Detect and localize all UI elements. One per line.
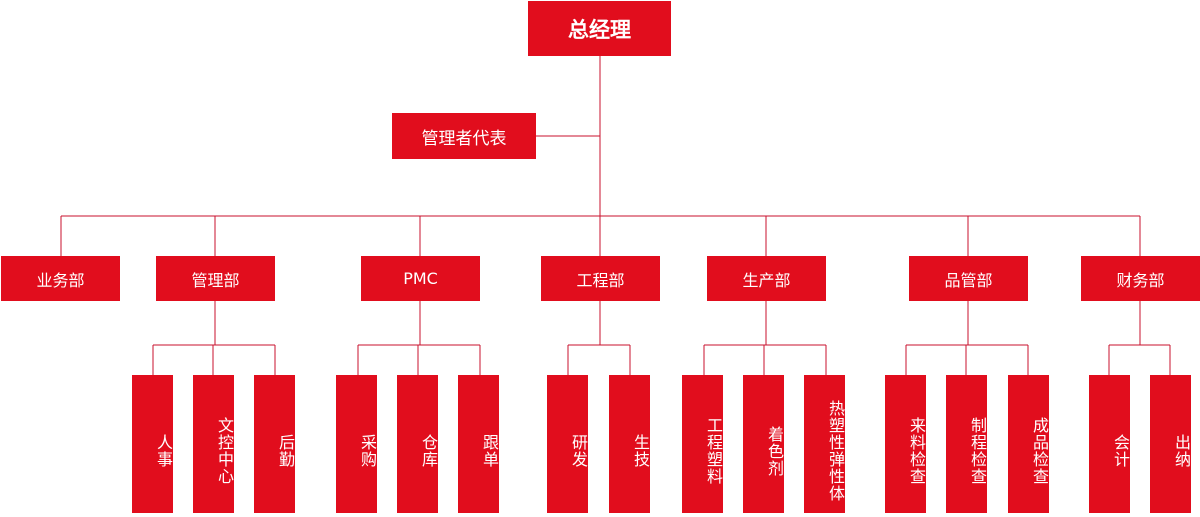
dept-sales: 业务部 bbox=[1, 256, 120, 301]
sub-unit: 会计 bbox=[1089, 375, 1130, 513]
dept-pmc: PMC bbox=[361, 256, 480, 301]
sub-unit: 人事 bbox=[132, 375, 173, 513]
sub-unit: 跟单 bbox=[458, 375, 499, 513]
dept-engineering: 工程部 bbox=[541, 256, 660, 301]
dept-admin: 管理部 bbox=[156, 256, 275, 301]
dept-finance: 财务部 bbox=[1081, 256, 1200, 301]
dept-production: 生产部 bbox=[707, 256, 826, 301]
sub-unit: 采购 bbox=[336, 375, 377, 513]
node-general-manager: 总经理 bbox=[528, 1, 671, 56]
sub-unit: 制程检查 bbox=[946, 375, 987, 513]
sub-unit: 工程塑料 bbox=[682, 375, 723, 513]
sub-unit: 出纳 bbox=[1150, 375, 1191, 513]
sub-unit: 生技 bbox=[609, 375, 650, 513]
sub-unit: 文控中心 bbox=[193, 375, 234, 513]
sub-unit: 仓库 bbox=[397, 375, 438, 513]
sub-unit: 热塑性弹性体 bbox=[804, 375, 845, 513]
dept-quality: 品管部 bbox=[909, 256, 1028, 301]
sub-unit: 研发 bbox=[547, 375, 588, 513]
sub-unit: 着色剂 bbox=[743, 375, 784, 513]
sub-unit: 来料检查 bbox=[885, 375, 926, 513]
sub-unit: 后勤 bbox=[254, 375, 295, 513]
sub-unit: 成品检查 bbox=[1008, 375, 1049, 513]
node-management-rep: 管理者代表 bbox=[392, 113, 536, 159]
